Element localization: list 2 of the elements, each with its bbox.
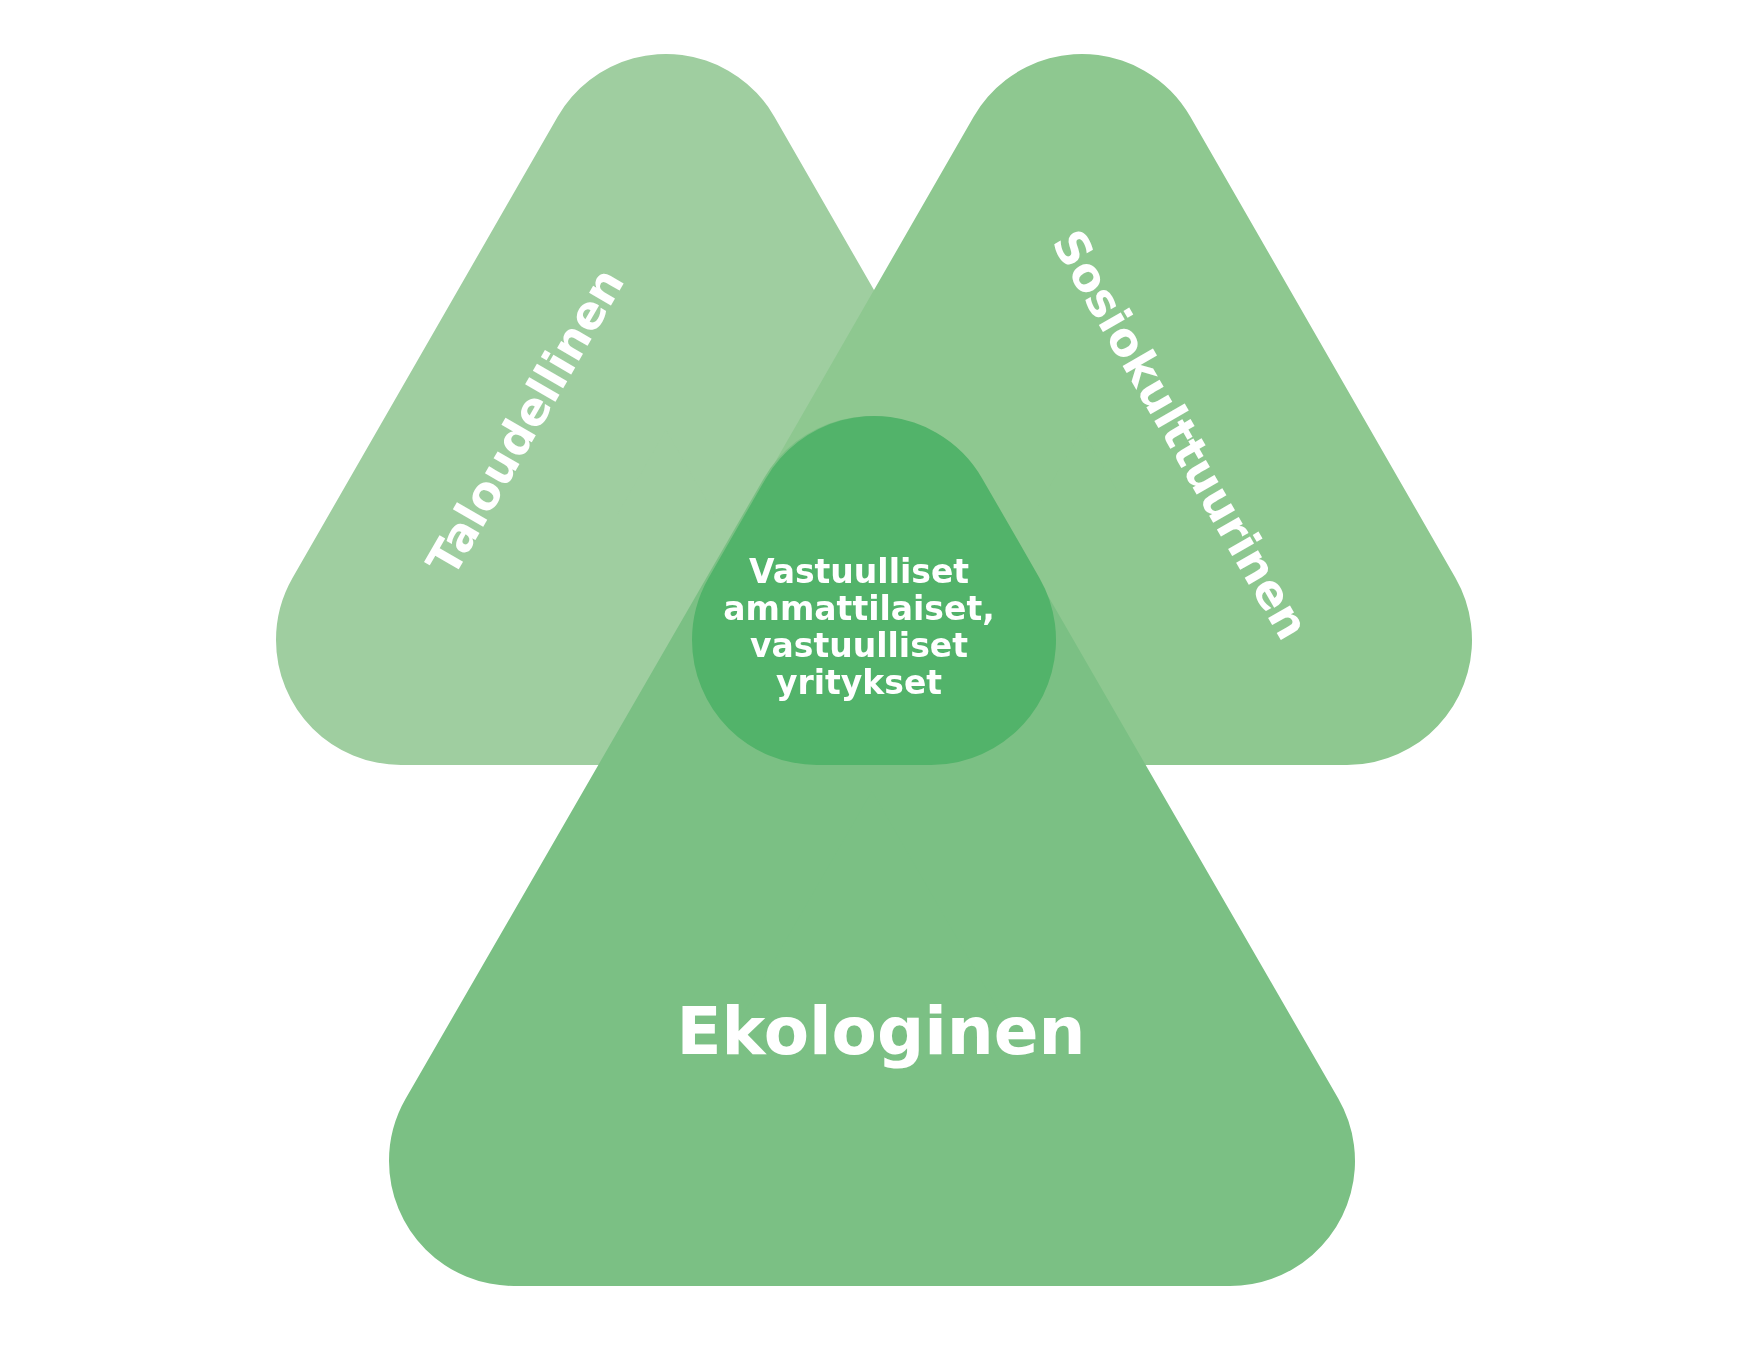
shape-label: Ekologinen xyxy=(676,995,1086,1069)
shape-label: Vastuulliset ammattilaiset, vastuulliset yritykset xyxy=(722,554,996,702)
